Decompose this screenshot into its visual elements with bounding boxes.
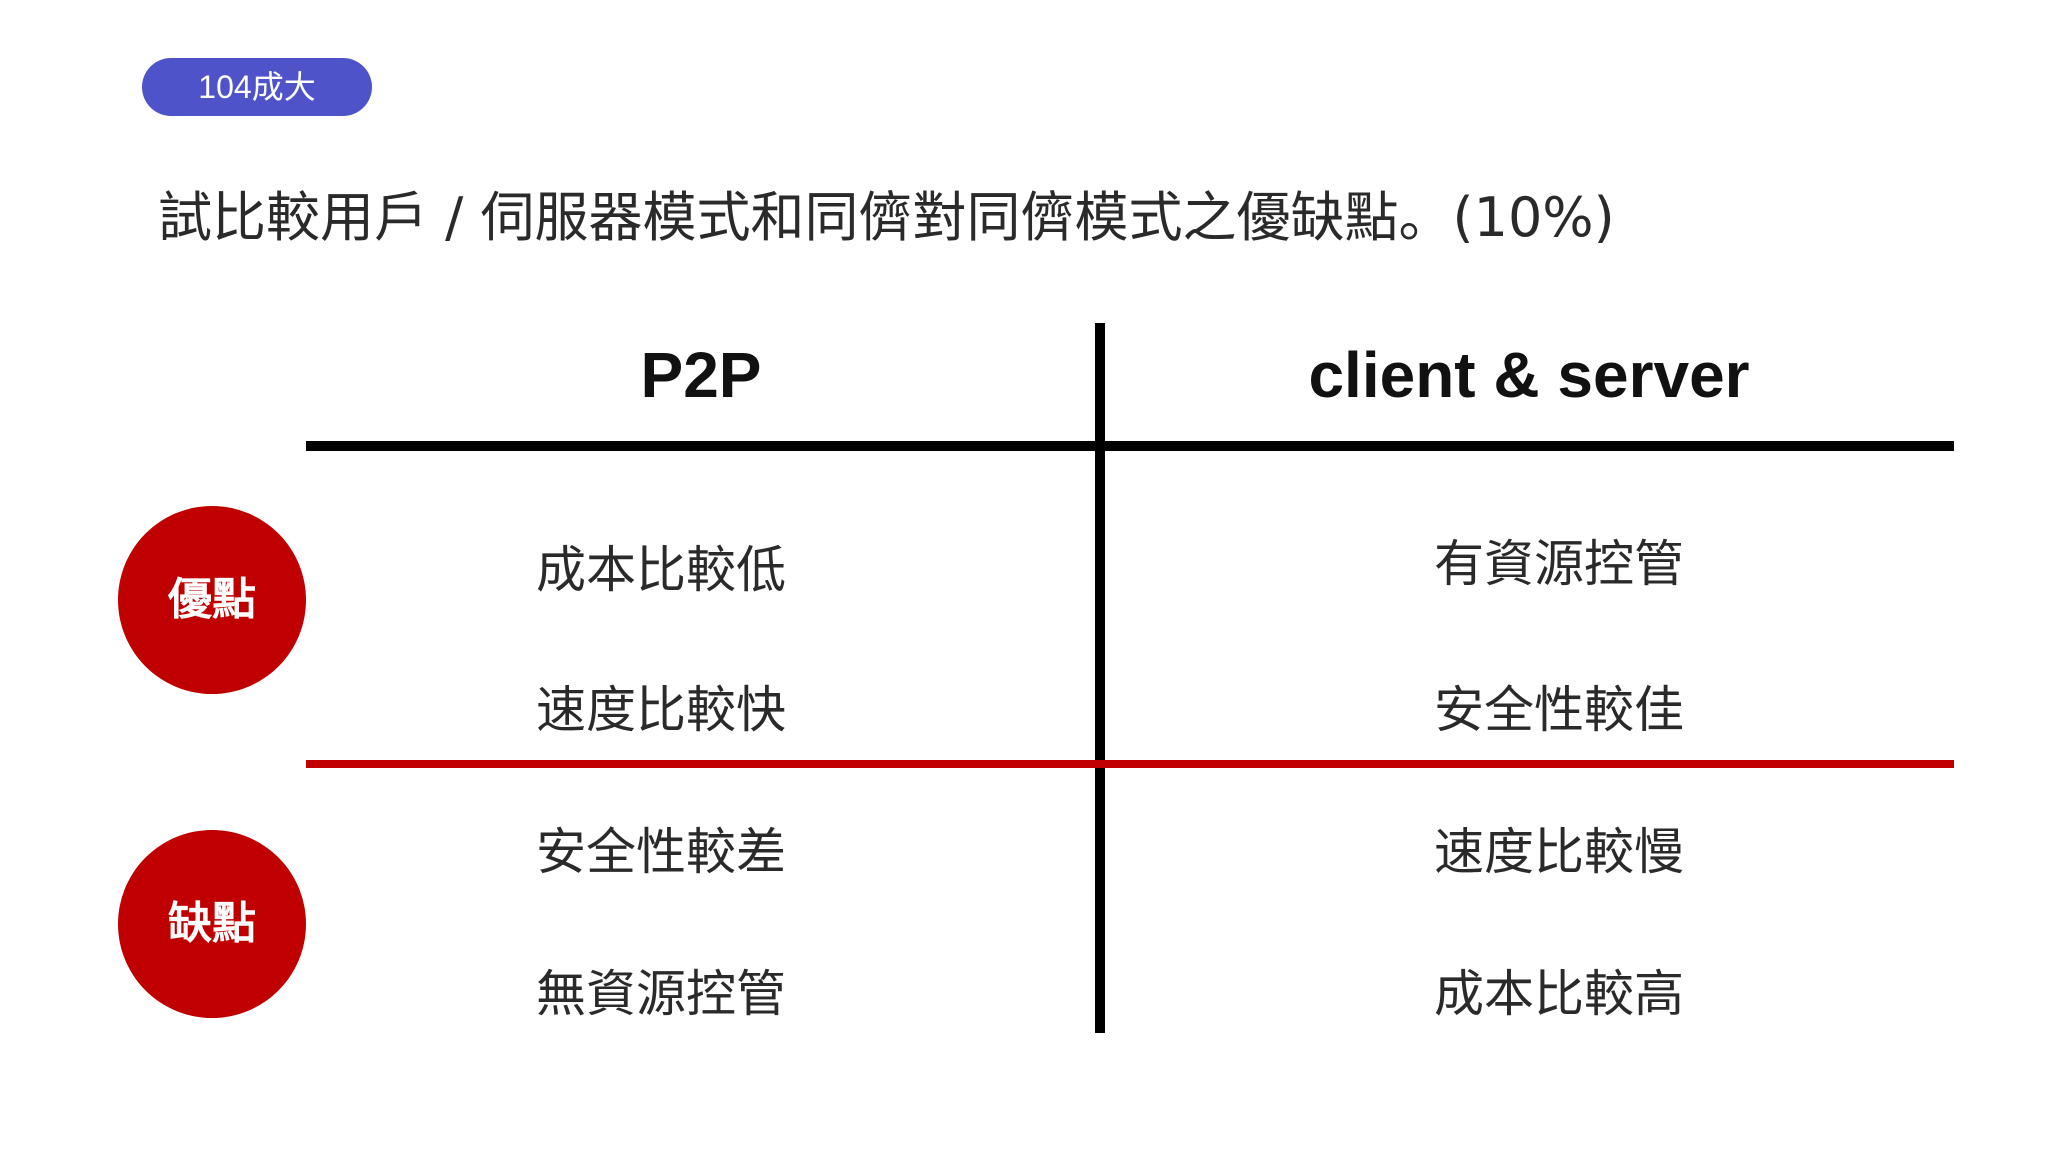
cons-label-circle: 缺點 [118,830,306,1018]
column-header-client-server: client & server [1308,339,1750,411]
pros-cons-divider [306,760,1954,768]
p2p-pro-cell: 成本比較低 [536,541,786,599]
header-divider [306,441,1954,451]
p2p-pro-cell: 速度比較快 [536,681,786,739]
question-title: 試比較用戶 / 伺服器模式和同儕對同儕模式之優缺點。(10%) [158,186,1615,249]
exam-source-badge: 104成大 [142,58,372,116]
client-server-con-cell: 速度比較慢 [1434,823,1684,881]
column-divider [1095,323,1105,1033]
client-server-pro-cell: 有資源控管 [1434,535,1684,593]
client-server-pro-cell: 安全性較佳 [1434,681,1684,739]
p2p-con-cell: 無資源控管 [536,965,786,1023]
client-server-con-cell: 成本比較高 [1434,965,1684,1023]
pros-label-circle: 優點 [118,506,306,694]
column-header-p2p: P2P [640,339,762,411]
p2p-con-cell: 安全性較差 [536,823,786,881]
